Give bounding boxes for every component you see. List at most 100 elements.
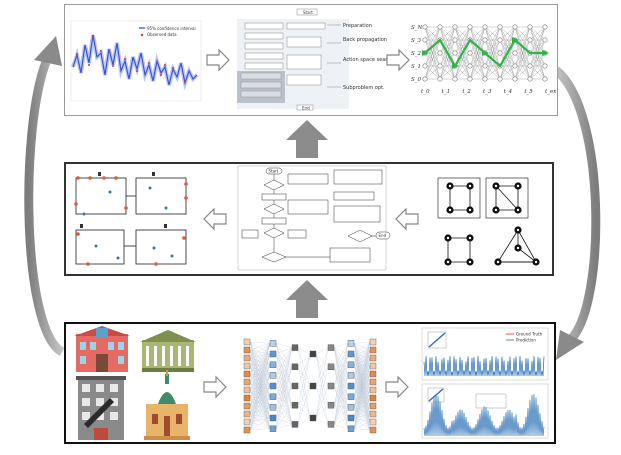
nn-connection xyxy=(333,366,349,387)
nn-connection xyxy=(275,407,293,425)
nn-neuron xyxy=(369,346,377,354)
nn-connection xyxy=(353,389,371,429)
nn-neuron xyxy=(243,426,251,434)
transition-edge xyxy=(484,26,501,41)
nn-neuron xyxy=(369,378,377,386)
nn-connection xyxy=(297,366,311,387)
middle-panel: Start End xyxy=(64,162,554,276)
nn-connection xyxy=(333,385,349,419)
nn-connection xyxy=(333,366,349,376)
state-node xyxy=(437,50,443,56)
state-node xyxy=(542,37,548,43)
state-node xyxy=(497,50,503,56)
nn-connection xyxy=(353,343,371,359)
nn-connection xyxy=(275,375,293,425)
nn-connection xyxy=(275,396,293,425)
transition-edge xyxy=(424,26,441,41)
transition-edge xyxy=(439,39,456,80)
motif-node-center xyxy=(516,208,520,212)
motif-frame xyxy=(437,177,481,219)
state-node xyxy=(512,63,518,69)
motif-node-center xyxy=(468,260,472,264)
transition-edge xyxy=(514,26,531,41)
nn-neuron xyxy=(369,426,377,434)
nn-connection xyxy=(275,353,293,406)
nn-connection xyxy=(353,389,371,419)
nn-connection xyxy=(249,343,271,351)
nn-connection xyxy=(275,366,293,387)
state-node xyxy=(422,24,428,30)
nn-connection xyxy=(333,385,349,406)
apartment-building-icon xyxy=(76,376,126,440)
state-node xyxy=(482,37,488,43)
nn-connection xyxy=(333,353,349,425)
transition-edge xyxy=(469,52,486,80)
time-x-label: t_end xyxy=(545,89,556,95)
nn-connection xyxy=(249,349,271,355)
nn-neuron xyxy=(369,362,377,370)
nn-connection xyxy=(275,347,293,429)
state-node xyxy=(422,76,428,82)
nn-connection xyxy=(333,396,349,425)
nn-connection xyxy=(275,347,293,355)
right-arrow-bottom-2 xyxy=(385,375,409,399)
nn-connection xyxy=(353,341,371,419)
nn-connection xyxy=(297,385,311,425)
nn-connection xyxy=(275,375,293,406)
nn-connection xyxy=(315,417,329,425)
nn-neuron xyxy=(291,401,299,409)
transition-edge xyxy=(529,26,546,41)
nn-connection xyxy=(297,353,311,406)
graph-motifs xyxy=(437,177,540,266)
top-panel: 95% confidence interval Observed data xyxy=(64,4,558,116)
up-arrow-bottom-middle xyxy=(286,280,328,318)
nn-connection xyxy=(353,341,371,429)
motif-node-center xyxy=(448,208,452,212)
nn-connection xyxy=(297,347,311,387)
nn-connection xyxy=(333,353,349,387)
transition-edge xyxy=(484,65,501,80)
nn-connection xyxy=(275,353,293,387)
state-node xyxy=(512,76,518,82)
nn-connection xyxy=(353,341,371,387)
nn-connection xyxy=(353,343,371,351)
nn-connection xyxy=(275,347,293,419)
nn-connection xyxy=(333,347,349,376)
nn-connection xyxy=(249,343,271,423)
left-loop-arrowhead xyxy=(34,36,62,66)
state-node xyxy=(467,24,473,30)
left-arrow-middle-1 xyxy=(203,207,227,231)
nn-neuron xyxy=(369,354,377,362)
nn-connection xyxy=(333,385,349,397)
nn-neuron xyxy=(243,402,251,410)
nn-connection xyxy=(275,385,293,406)
state-node xyxy=(437,63,443,69)
time-x-label: t_0 xyxy=(421,89,430,95)
time-x-label: t_5 xyxy=(524,89,533,95)
nn-connection xyxy=(333,364,349,387)
nn-connection xyxy=(249,353,271,415)
forecast-series-bottom xyxy=(423,394,545,437)
state-node xyxy=(542,76,548,82)
nn-connection xyxy=(275,424,293,429)
nn-connection xyxy=(315,385,329,406)
state-y-label: S_1 xyxy=(411,64,421,70)
nn-connection xyxy=(249,364,271,431)
nn-neuron xyxy=(243,370,251,378)
mid-flow-start: Start xyxy=(269,169,279,174)
nn-connection xyxy=(353,353,371,359)
nn-neuron xyxy=(347,361,355,368)
transition-edge xyxy=(454,26,471,41)
nn-connection xyxy=(353,343,371,367)
motif-node-center xyxy=(516,246,520,250)
path-arrowhead xyxy=(452,63,459,69)
nn-neuron xyxy=(269,414,277,422)
nn-connection xyxy=(249,417,271,423)
nn-connection xyxy=(249,343,271,383)
nn-neuron xyxy=(269,382,277,390)
nn-connection xyxy=(315,366,329,387)
nn-neuron xyxy=(369,418,377,426)
nn-connection xyxy=(353,381,371,408)
transition-edge xyxy=(439,52,456,80)
nn-connection xyxy=(297,347,311,419)
